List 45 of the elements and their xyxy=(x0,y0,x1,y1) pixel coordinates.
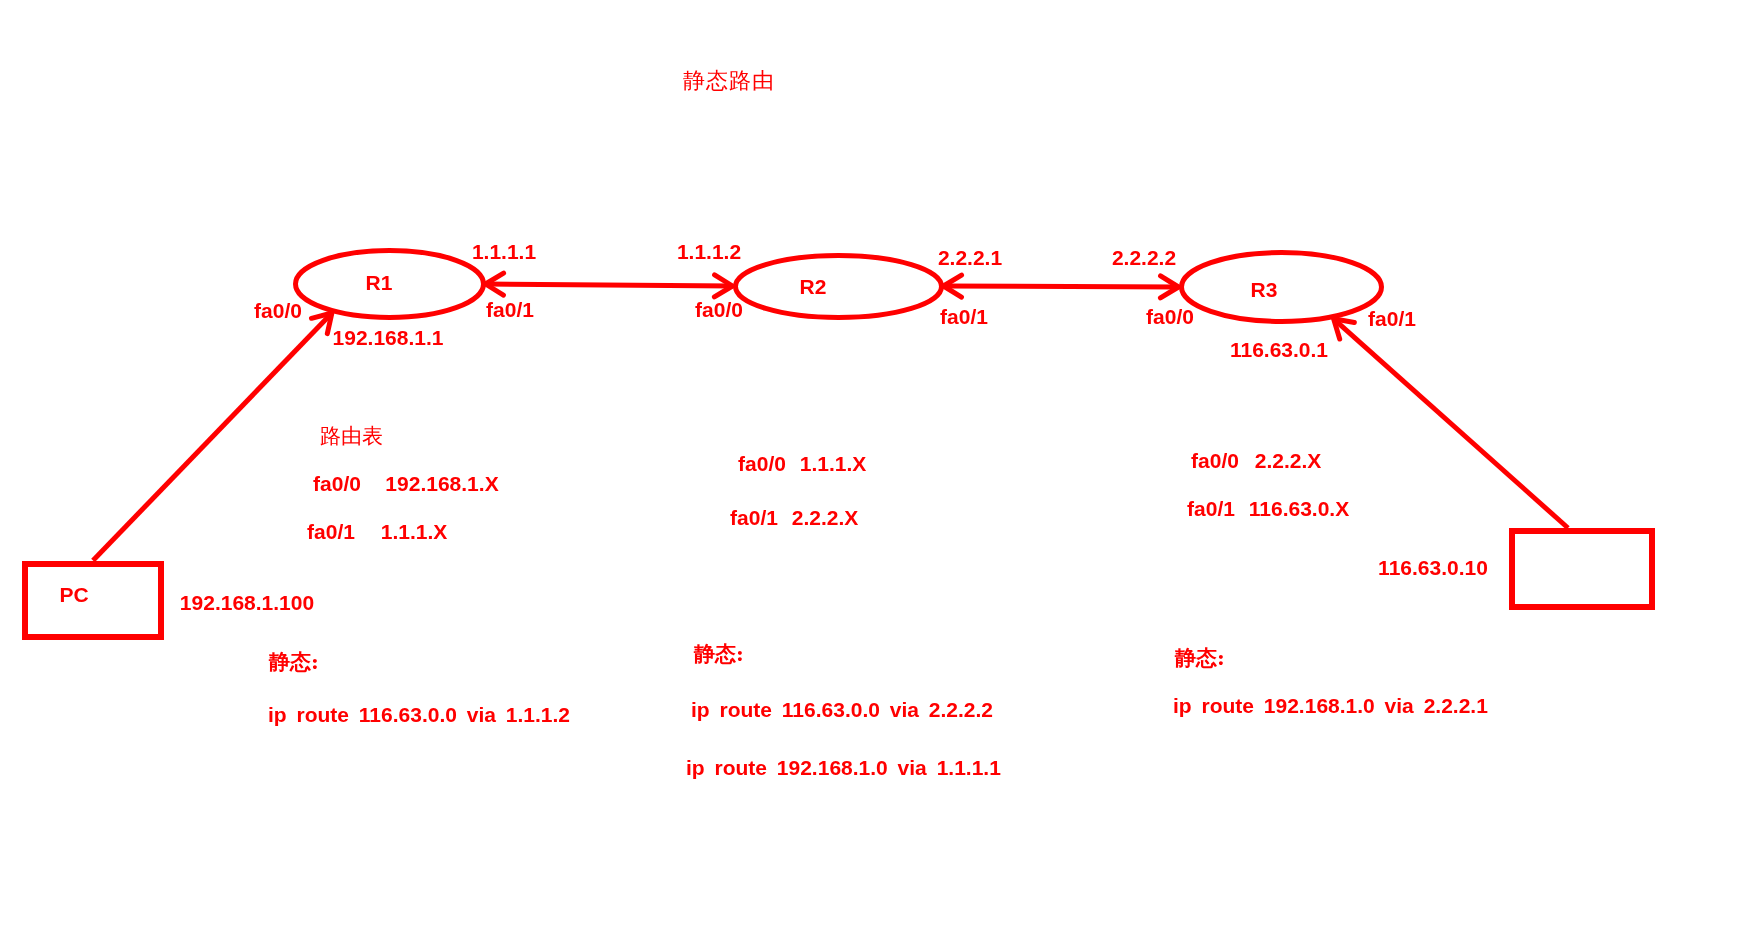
section-heading: 路由表 xyxy=(319,425,383,447)
arrow xyxy=(91,310,335,563)
route-command: ip route 116.63.0.0 via 2.2.2.2 xyxy=(691,698,993,720)
subnet-address: 1.1.1.X xyxy=(380,520,448,542)
subnet-address: 1.1.1.X xyxy=(799,452,867,474)
interface-name: fa0/1 xyxy=(1187,497,1235,519)
ip-address: 2.2.2.2 xyxy=(1111,246,1177,268)
interface-name: fa0/1 xyxy=(486,298,534,320)
ip-address: 116.63.0.10 xyxy=(1378,556,1488,578)
section-heading: 静态: xyxy=(1175,646,1225,668)
interface-name: fa0/1 xyxy=(940,305,988,327)
ip-address: 192.168.1.100 xyxy=(179,591,315,613)
router-label: R1 xyxy=(365,271,393,293)
interface-name: fa0/0 xyxy=(695,298,743,320)
interface-name: fa0/1 xyxy=(307,520,355,542)
ip-address: 192.168.1.1 xyxy=(332,326,444,348)
section-heading: 静态: xyxy=(269,650,319,672)
section-heading: 静态: xyxy=(694,642,744,664)
device-label: PC xyxy=(59,583,89,605)
interface-name: fa0/0 xyxy=(254,299,302,321)
arrow xyxy=(483,270,735,300)
ip-address: 2.2.2.1 xyxy=(937,246,1003,268)
interface-name: fa0/0 xyxy=(313,472,361,494)
ip-address: 116.63.0.1 xyxy=(1229,338,1329,360)
ip-address: 1.1.1.2 xyxy=(676,240,742,262)
arrow xyxy=(1331,316,1570,530)
route-command: ip route 192.168.1.0 via 1.1.1.1 xyxy=(686,756,1001,778)
route-command: ip route 192.168.1.0 via 2.2.2.1 xyxy=(1173,694,1488,716)
interface-name: fa0/0 xyxy=(1191,449,1239,471)
router-label: R3 xyxy=(1250,278,1278,300)
title: 静态路由 xyxy=(683,70,775,92)
interface-name: fa0/0 xyxy=(738,452,786,474)
subnet-address: 192.168.1.X xyxy=(385,472,499,494)
subnet-address: 2.2.2.X xyxy=(791,506,859,528)
interface-name: fa0/1 xyxy=(730,506,778,528)
subnet-address: 2.2.2.X xyxy=(1254,449,1322,471)
interface-name: fa0/0 xyxy=(1146,305,1194,327)
route-command: ip route 116.63.0.0 via 1.1.1.2 xyxy=(268,703,570,725)
device-box xyxy=(22,560,164,640)
subnet-address: 116.63.0.X xyxy=(1248,497,1350,519)
router-label: R2 xyxy=(799,275,827,297)
ip-address: 1.1.1.1 xyxy=(471,240,537,262)
arrow xyxy=(941,272,1181,301)
interface-name: fa0/1 xyxy=(1368,307,1416,329)
device-box xyxy=(1509,528,1655,610)
